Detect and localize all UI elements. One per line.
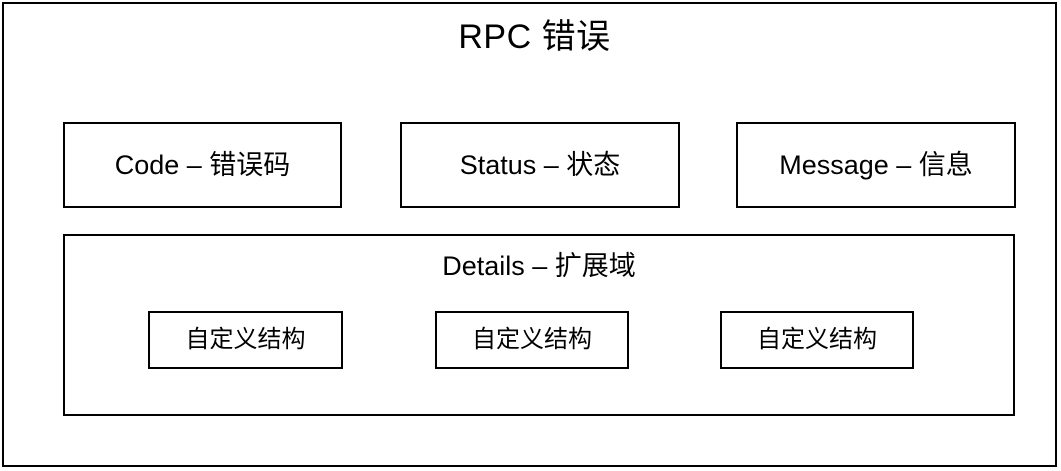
field-box-code: Code – 错误码 [63, 122, 342, 208]
field-box-message-label: Message – 信息 [779, 150, 973, 180]
custom-struct-box-3: 自定义结构 [720, 311, 914, 369]
field-box-status: Status – 状态 [400, 122, 680, 208]
field-box-status-label: Status – 状态 [459, 150, 621, 180]
field-box-code-label: Code – 错误码 [114, 150, 291, 180]
custom-struct-box-1: 自定义结构 [148, 311, 343, 369]
custom-struct-box-2: 自定义结构 [435, 311, 629, 369]
page-title: RPC 错误 [458, 18, 611, 56]
details-children-row: 自定义结构 自定义结构 自定义结构 [65, 311, 1013, 371]
custom-struct-box-2-label: 自定义结构 [472, 326, 592, 353]
field-box-message: Message – 信息 [736, 122, 1016, 208]
details-container-label: Details – 扩展域 [442, 251, 636, 281]
custom-struct-box-3-label: 自定义结构 [757, 326, 877, 353]
custom-struct-box-1-label: 自定义结构 [185, 326, 306, 353]
details-container: Details – 扩展域 自定义结构 自定义结构 自定义结构 [63, 234, 1015, 416]
